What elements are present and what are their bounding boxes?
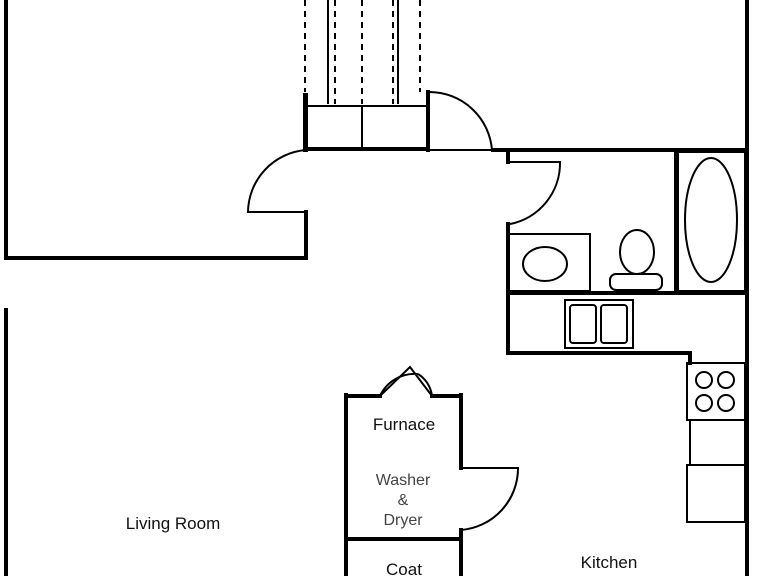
stove-body bbox=[686, 362, 746, 421]
bedroom-door-swing bbox=[246, 149, 307, 213]
vanity-cabinet bbox=[508, 233, 591, 292]
bathtub-icon bbox=[677, 151, 746, 292]
counter-segment bbox=[689, 419, 746, 466]
label-living-room: Living Room bbox=[126, 514, 221, 533]
burner-1 bbox=[695, 371, 713, 389]
label-dryer: Dryer bbox=[383, 512, 423, 529]
burner-3 bbox=[695, 394, 713, 412]
label-washer: Washer bbox=[376, 472, 431, 489]
bathroom-door-swing bbox=[509, 161, 562, 225]
furnace-door-swing bbox=[379, 365, 433, 397]
thin-walls bbox=[304, 0, 428, 150]
bathroom-sink-icon bbox=[508, 233, 591, 292]
burner-4 bbox=[717, 394, 735, 412]
double-sink-outer bbox=[564, 299, 634, 349]
label-ampersand: & bbox=[398, 492, 409, 509]
toilet-icon bbox=[609, 229, 663, 291]
bathtub-basin bbox=[684, 157, 738, 283]
stove-icon bbox=[686, 362, 746, 421]
laundry-door-swing bbox=[460, 467, 520, 531]
doors bbox=[246, 91, 562, 531]
room-labels: Living Room Kitchen Furnace Washer & Dry… bbox=[126, 415, 638, 576]
toilet-bowl bbox=[619, 229, 655, 275]
walls bbox=[4, 0, 749, 576]
refrigerator-body bbox=[686, 464, 746, 523]
label-coat: Coat bbox=[386, 560, 422, 576]
label-kitchen: Kitchen bbox=[581, 553, 638, 572]
double-sink-icon bbox=[564, 299, 634, 349]
label-furnace: Furnace bbox=[373, 415, 435, 434]
fixtures-group bbox=[508, 151, 746, 523]
vanity-basin bbox=[522, 246, 568, 282]
double-sink-right-bowl bbox=[600, 304, 628, 344]
hall-door-swing bbox=[429, 91, 494, 151]
burner-2 bbox=[717, 371, 735, 389]
toilet-tank bbox=[609, 273, 663, 291]
refrigerator-icon bbox=[686, 419, 746, 523]
double-sink-left-bowl bbox=[569, 304, 597, 344]
